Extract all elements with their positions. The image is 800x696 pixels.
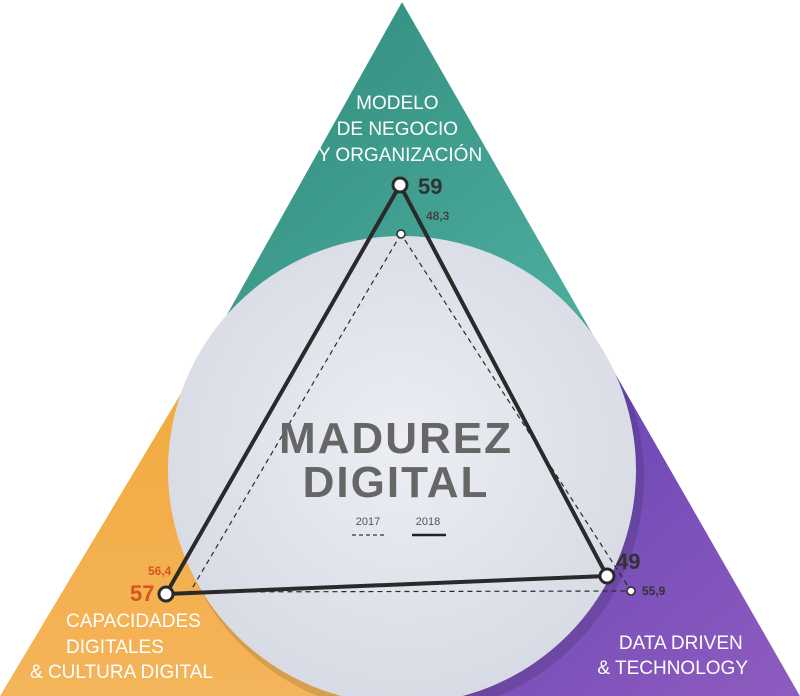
value-right-2017: 55,9 bbox=[642, 584, 666, 598]
triangle-2018 bbox=[164, 183, 609, 596]
marker-right-2017 bbox=[626, 586, 636, 596]
triangle-2017 bbox=[188, 232, 633, 593]
value-top-2017: 48,3 bbox=[426, 209, 450, 223]
pillar-top-label: MODELO DE NEGOCIO Y ORGANIZACIÓN bbox=[318, 93, 482, 166]
legend-2017-label: 2017 bbox=[356, 516, 380, 528]
marker-top-2017 bbox=[396, 229, 406, 239]
center-title-line1: MADUREZ bbox=[279, 414, 513, 463]
marker-top-2018 bbox=[391, 176, 409, 194]
pillar-left-label: CAPACIDADES DIGITALES & CULTURA DIGITAL bbox=[30, 611, 213, 683]
value-left-2017: 56,4 bbox=[148, 564, 172, 578]
value-top-2018: 59 bbox=[418, 174, 442, 199]
center-title-line2: DIGITAL bbox=[303, 458, 490, 507]
marker-right-2018 bbox=[598, 567, 616, 585]
legend-2018-label: 2018 bbox=[416, 516, 440, 528]
value-right-2018: 49 bbox=[616, 549, 640, 574]
pillar-right-label: DATA DRIVEN & TECHNOLOGY bbox=[597, 633, 748, 679]
marker-left-2018 bbox=[157, 585, 175, 603]
value-left-2018: 57 bbox=[130, 581, 154, 606]
